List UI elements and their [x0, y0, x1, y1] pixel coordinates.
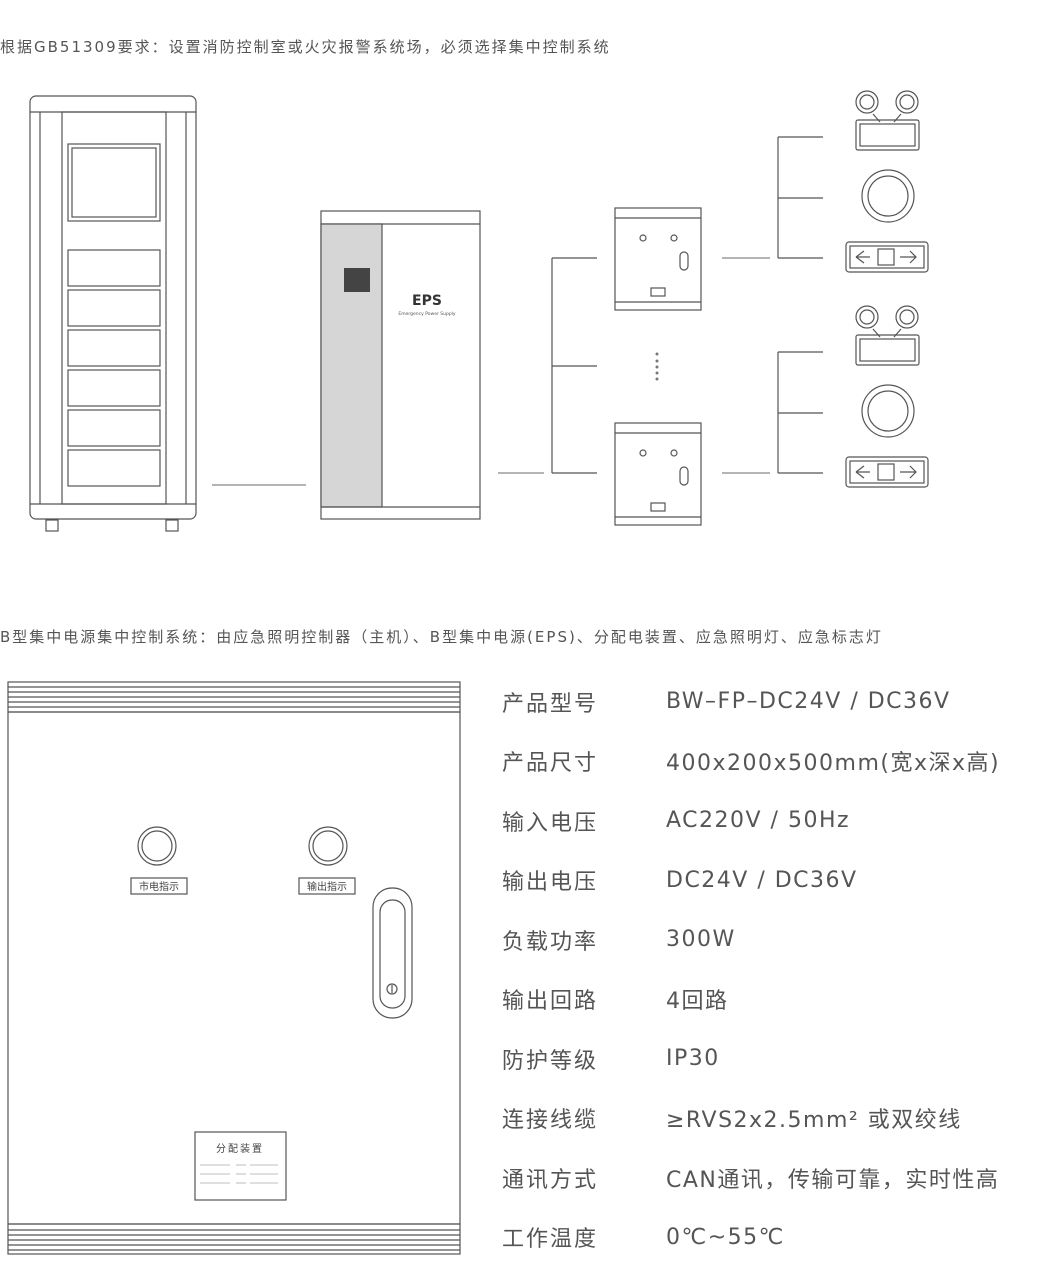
spec-value: 300W — [666, 927, 736, 953]
spec-row-communication: 通讯方式 CAN通讯，传输可靠，实时性高 — [502, 1148, 1050, 1208]
spec-row-temperature: 工作温度 0℃~55℃ — [502, 1208, 1050, 1268]
spec-row-protection: 防护等级 IP30 — [502, 1029, 1050, 1089]
round-emergency-light-1 — [861, 169, 915, 223]
spec-label: 通讯方式 — [502, 1167, 599, 1193]
spec-value: 400x200x500mm(宽x深x高) — [666, 751, 1001, 777]
controller-cabinet — [29, 95, 197, 532]
mains-indicator-light — [137, 826, 177, 866]
nameplate — [194, 1131, 287, 1201]
system-composition-caption: B型集中电源集中控制系统：由应急照明控制器（主机）、B型集中电源(EPS)、分配… — [0, 628, 883, 646]
spec-value: BW–FP–DC24V / DC36V — [666, 689, 951, 715]
spec-row-input-voltage: 输入电压 AC220V / 50Hz — [502, 791, 1050, 851]
twin-head-emergency-light-2 — [855, 305, 920, 366]
spec-value: 4回路 — [666, 989, 729, 1015]
spec-label: 产品尺寸 — [502, 751, 599, 777]
spec-label: 防护等级 — [502, 1048, 599, 1074]
spec-table: 产品型号 BW–FP–DC24V / DC36V 产品尺寸 400x200x50… — [502, 672, 1050, 1267]
spec-value: DC24V / DC36V — [666, 867, 858, 893]
spec-label: 连接线缆 — [502, 1108, 599, 1134]
system-requirement-caption: 根据GB51309要求：设置消防控制室或火灾报警系统场，必须选择集中控制系统 — [0, 38, 611, 56]
spec-label: 输出电压 — [502, 870, 599, 896]
spec-value: ≥RVS2x2.5mm² 或双绞线 — [666, 1108, 962, 1134]
spec-row-cable: 连接线缆 ≥RVS2x2.5mm² 或双绞线 — [502, 1089, 1050, 1149]
spec-value: AC220V / 50Hz — [666, 808, 851, 834]
output-indicator-light — [308, 826, 348, 866]
output-indicator-label: 输出指示 — [307, 880, 347, 893]
eps-title: EPS — [412, 293, 442, 309]
exit-sign-1 — [845, 241, 929, 273]
distribution-box-1 — [614, 207, 702, 311]
spec-row-model: 产品型号 BW–FP–DC24V / DC36V — [502, 672, 1050, 732]
spec-label: 输出回路 — [502, 989, 599, 1015]
spec-label: 输入电压 — [502, 810, 599, 836]
distribution-panel-illustration: 市电指示 输出指示 分配装置 — [7, 681, 461, 1255]
eps-subtitle: Emergency Power Supply — [398, 311, 456, 317]
door-handle — [372, 887, 413, 1019]
spec-value: 0℃~55℃ — [666, 1224, 785, 1250]
distribution-box-2 — [614, 422, 702, 526]
spec-row-output-circuits: 输出回路 4回路 — [502, 970, 1050, 1030]
ellipsis-dots — [655, 352, 659, 381]
twin-head-emergency-light-1 — [855, 90, 920, 151]
eps-cabinet — [320, 210, 481, 520]
system-diagram: EPS Emergency Power Supply — [29, 90, 929, 532]
spec-row-load-power: 负载功率 300W — [502, 910, 1050, 970]
spec-label: 负载功率 — [502, 929, 599, 955]
spec-row-size: 产品尺寸 400x200x500mm(宽x深x高) — [502, 732, 1050, 792]
spec-label: 产品型号 — [502, 691, 599, 717]
spec-label: 工作温度 — [502, 1227, 599, 1253]
spec-value: CAN通讯，传输可靠，实时性高 — [666, 1167, 1000, 1193]
nameplate-title: 分配装置 — [216, 1142, 264, 1155]
spec-value: IP30 — [666, 1046, 720, 1072]
exit-sign-2 — [845, 456, 929, 488]
mains-indicator-label: 市电指示 — [139, 880, 179, 893]
spec-row-output-voltage: 输出电压 DC24V / DC36V — [502, 851, 1050, 911]
round-emergency-light-2 — [861, 384, 915, 438]
